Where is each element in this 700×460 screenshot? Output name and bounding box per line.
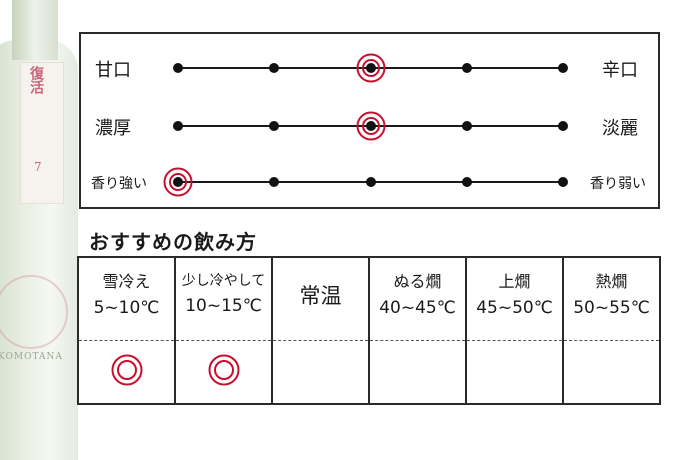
- taste-row-rich-light: 濃厚 淡麗: [81, 106, 658, 146]
- taste-right-label: 淡麗: [602, 118, 638, 139]
- temp-range: 40~45℃: [379, 298, 456, 318]
- dashed-divider: [79, 340, 174, 341]
- sake-bottle-image: 復活 7 KOMOTANA: [0, 0, 90, 460]
- scale-point-dot: [461, 63, 472, 73]
- taste-right-label: 香り弱い: [590, 176, 646, 192]
- temp-name: 雪冷え: [102, 272, 151, 291]
- scale-point-dot: [461, 121, 472, 131]
- bottle-brand: KOMOTANA: [0, 352, 63, 362]
- scale-point-dot: [173, 177, 183, 187]
- scale-point-dot: [173, 121, 183, 131]
- temp-name: ぬる燗: [393, 272, 442, 291]
- temp-column-joon: 常温: [273, 258, 370, 403]
- scale-point-dot: [558, 177, 568, 187]
- temp-name: 常温: [299, 284, 342, 308]
- taste-left-label: 甘口: [95, 60, 131, 81]
- scale-point-dot: [269, 121, 280, 131]
- taste-right-label: 辛口: [602, 60, 638, 81]
- temp-column-yukibie: 雪冷え 5~10℃: [79, 258, 176, 403]
- temp-column-sukoshi-hiyashite: 少し冷やして 10~15℃: [176, 258, 273, 403]
- temp-range: 5~10℃: [93, 298, 160, 318]
- selected-level-mark-icon: [356, 53, 386, 83]
- scale-point-dot: [558, 63, 568, 73]
- scale-point-dot: [173, 63, 183, 73]
- scale-point-dot: [558, 121, 568, 131]
- bottle-emblem: [0, 275, 68, 349]
- taste-left-label: 香り強い: [91, 176, 147, 192]
- recommended-mark-icon: [111, 354, 143, 386]
- dashed-divider: [370, 340, 465, 341]
- scale-point-dot: [365, 177, 376, 187]
- dashed-divider: [273, 340, 368, 341]
- scale-point-dot: [365, 63, 376, 73]
- taste-profile-chart: 甘口 辛口 濃厚 淡麗 香り強い 香り弱い: [79, 32, 660, 209]
- taste-row-sweet-dry: 甘口 辛口: [81, 48, 658, 88]
- temp-range: 50~55℃: [573, 298, 650, 318]
- serving-temperature-table: 雪冷え 5~10℃ 少し冷やして 10~15℃ 常温 ぬる燗 40~45℃ 上燗: [77, 256, 661, 405]
- temp-column-nurukan: ぬる燗 40~45℃: [370, 258, 467, 403]
- temp-name: 少し冷やして: [181, 273, 266, 289]
- bottle-label-number: 7: [34, 160, 42, 174]
- dashed-divider: [176, 340, 271, 341]
- selected-level-mark-icon: [356, 111, 386, 141]
- bottle-neck: [12, 0, 58, 60]
- scale-point-dot: [461, 177, 472, 187]
- taste-left-label: 濃厚: [95, 118, 131, 139]
- bottle-label: [20, 62, 64, 204]
- dashed-divider: [467, 340, 562, 341]
- temp-name: 熱燗: [595, 272, 628, 291]
- scale-point-dot: [269, 63, 280, 73]
- scale-point-dot: [365, 121, 376, 131]
- recommended-mark-icon: [208, 354, 240, 386]
- temp-name: 上燗: [498, 272, 531, 291]
- bottle-label-text: 復活: [28, 66, 44, 94]
- scale-point-dot: [269, 177, 280, 187]
- temp-range: 10~15℃: [185, 296, 262, 316]
- temp-column-jokan: 上燗 45~50℃: [467, 258, 564, 403]
- temp-column-atsukan: 熱燗 50~55℃: [564, 258, 659, 403]
- taste-row-aroma: 香り強い 香り弱い: [81, 162, 658, 202]
- recommend-title: おすすめの飲み方: [89, 230, 257, 254]
- dashed-divider: [564, 340, 659, 341]
- temp-range: 45~50℃: [476, 298, 553, 318]
- selected-level-mark-icon: [163, 167, 193, 197]
